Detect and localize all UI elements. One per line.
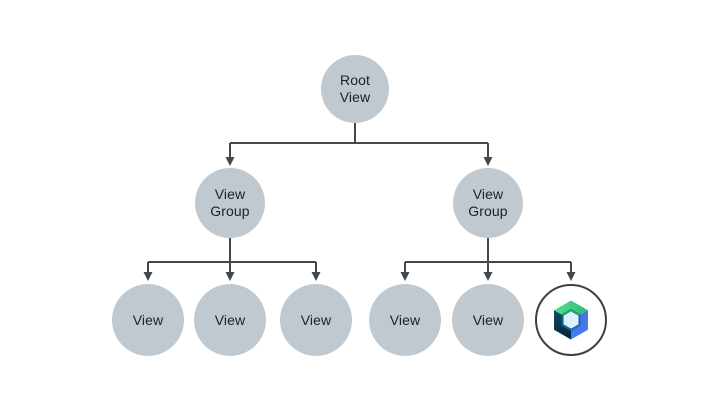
arrowhead bbox=[566, 272, 576, 281]
arrowhead bbox=[483, 157, 493, 166]
node-label: View bbox=[132, 311, 164, 328]
node-label: View Group bbox=[210, 186, 250, 219]
node-view-1: View bbox=[112, 284, 184, 356]
node-label: View bbox=[214, 311, 246, 328]
arrowhead bbox=[143, 272, 153, 281]
node-view-group-left: View Group bbox=[195, 168, 265, 238]
node-label: View bbox=[389, 311, 421, 328]
node-root-view: Root View bbox=[321, 55, 389, 123]
node-view-5: View bbox=[452, 284, 524, 356]
node-view-group-right: View Group bbox=[453, 168, 523, 238]
node-view-4: View bbox=[369, 284, 441, 356]
arrowhead bbox=[225, 272, 235, 281]
node-view-2: View bbox=[194, 284, 266, 356]
arrowhead bbox=[483, 272, 493, 281]
node-label: Root View bbox=[339, 72, 371, 105]
arrowhead bbox=[225, 157, 235, 166]
arrowhead bbox=[400, 272, 410, 281]
node-view-3: View bbox=[280, 284, 352, 356]
node-compose-leaf bbox=[535, 284, 607, 356]
jetpack-compose-icon bbox=[554, 300, 588, 340]
node-label: View bbox=[300, 311, 332, 328]
node-label: View bbox=[472, 311, 504, 328]
arrowhead bbox=[311, 272, 321, 281]
node-label: View Group bbox=[468, 186, 508, 219]
